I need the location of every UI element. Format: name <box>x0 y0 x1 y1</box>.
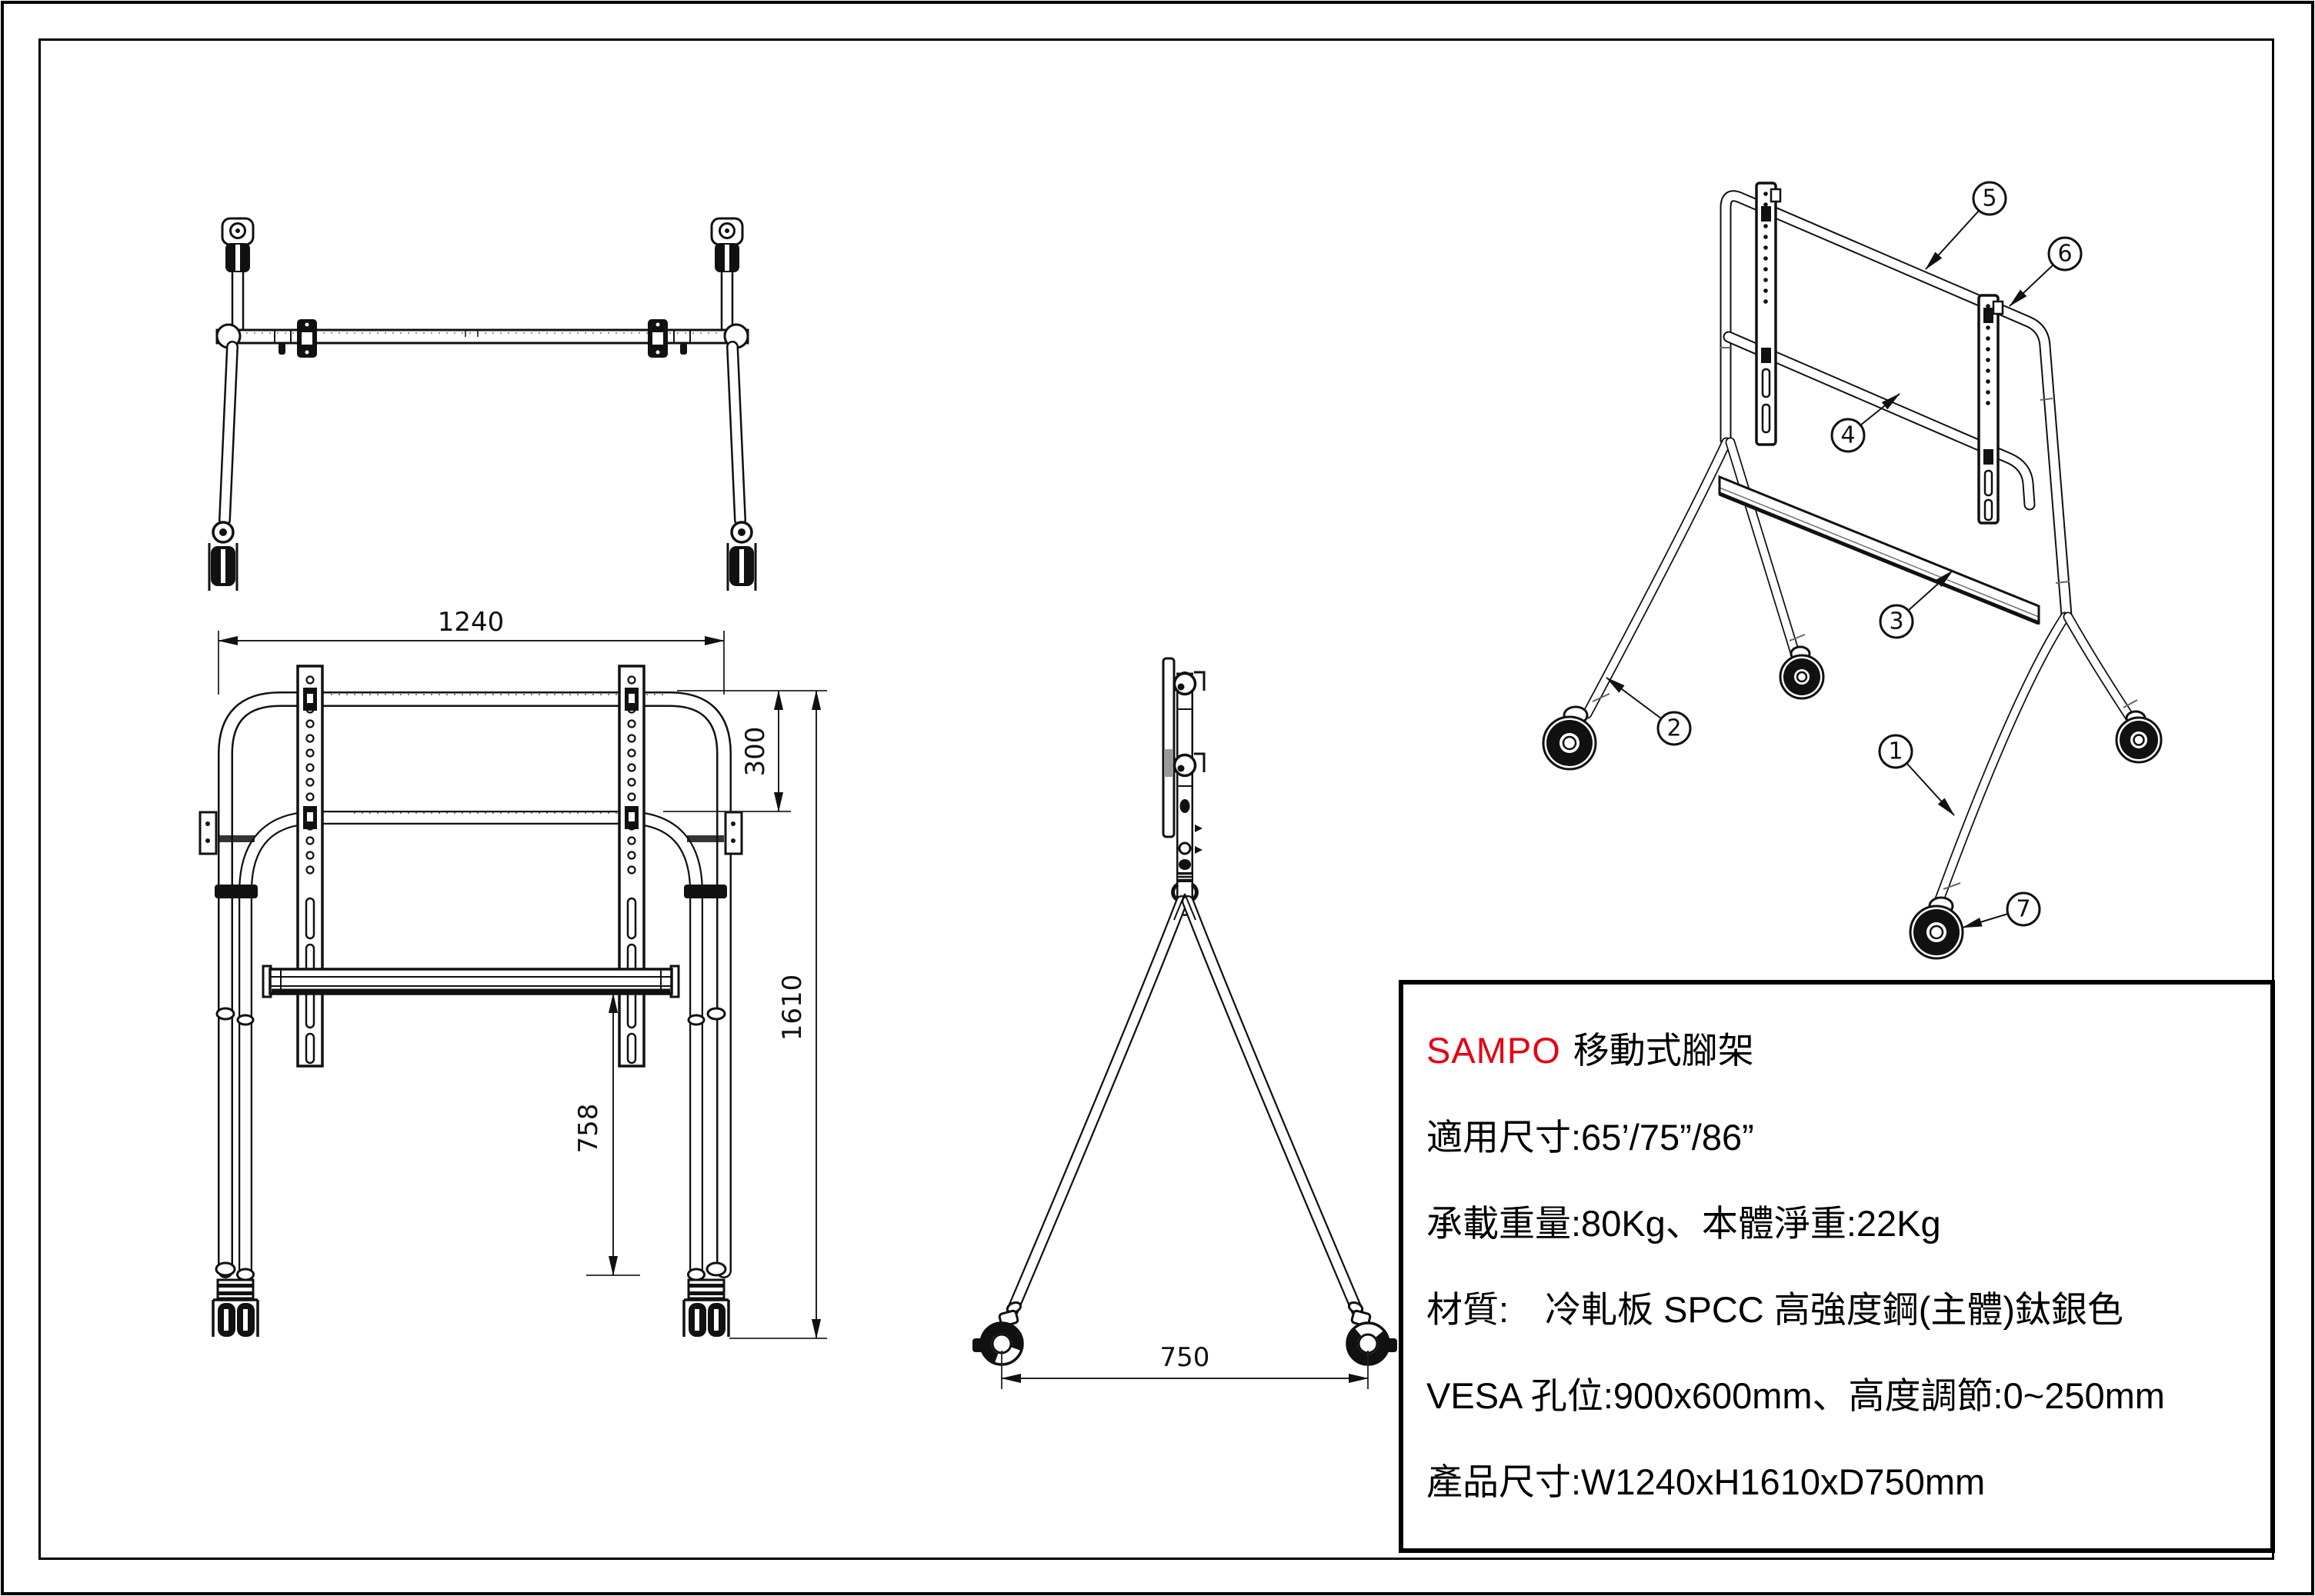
caster-top-left-icon <box>221 217 255 330</box>
vesa-rail-right-iso <box>1977 294 2004 525</box>
callout-label-6: 6 <box>2057 241 2072 268</box>
callout-2: 2 <box>1606 677 1692 746</box>
bar-cross-section-bottom <box>1173 752 1206 778</box>
dim-label-1610: 1610 <box>777 975 808 1041</box>
callout-1: 1 <box>1878 734 1955 816</box>
tray-beam-front-view <box>262 965 680 998</box>
callout-4: 4 <box>1830 393 1900 453</box>
dim-offset-300: 300 <box>663 690 827 812</box>
caster-side-view-left-icon <box>972 1309 1024 1366</box>
vesa-rail-side-view <box>1162 657 1176 838</box>
callout-label-2: 2 <box>1666 715 1681 742</box>
spec-line-weight: 承載重量:80Kg、本體淨重:22Kg <box>1426 1202 1941 1244</box>
dim-label-1240: 1240 <box>438 607 505 638</box>
callout-label-7: 7 <box>2016 896 2030 923</box>
callout-3: 3 <box>1879 570 1953 639</box>
dim-depth-750: 750 <box>1001 1342 1369 1389</box>
front-view-drawing: 1240 300 1610 758 <box>198 607 827 1339</box>
caster-side-view-right-icon <box>1346 1309 1397 1366</box>
dim-tray-758: 758 <box>573 993 640 1276</box>
caster-iso-front-left-icon <box>1542 705 1597 771</box>
product-name: 移動式腳架 <box>1573 1030 1754 1071</box>
spec-line-vesa: VESA 孔位:900x600mm、高度調節:0~250mm <box>1426 1374 2165 1416</box>
callout-label-4: 4 <box>1840 422 1855 449</box>
side-view-drawing: 750 <box>972 657 1397 1389</box>
leg-clamp-right <box>684 885 727 898</box>
dim-label-750: 750 <box>1160 1342 1210 1373</box>
dim-label-758: 758 <box>573 1104 604 1154</box>
callout-label-5: 5 <box>1982 185 1996 212</box>
caster-iso-rear-left-icon <box>1779 645 1825 700</box>
tube-joint-marks <box>1592 347 2138 890</box>
dim-label-300: 300 <box>740 727 771 777</box>
callout-6: 6 <box>2009 236 2083 307</box>
vesa-rail-left-iso <box>1755 182 1782 446</box>
callout-7: 7 <box>1962 891 2041 928</box>
leg-clamp-left <box>215 885 258 898</box>
spec-panel: SAMPO 移動式腳架 適用尺寸:65’/75”/86” 承載重量:80Kg、本體… <box>1399 980 2275 1553</box>
side-bracket-right <box>724 811 743 855</box>
vesa-rail-right <box>618 665 645 1068</box>
dim-height-1610: 1610 <box>729 690 827 1339</box>
crossbar-top-view <box>215 319 749 358</box>
caster-front-view-right-icon <box>682 1278 730 1337</box>
brand-name: SAMPO <box>1426 1030 1561 1071</box>
side-bracket-left <box>198 811 218 855</box>
spec-title-line: SAMPO 移動式腳架 <box>1426 1031 2270 1071</box>
spec-line-size: 適用尺寸:65’/75”/86” <box>1426 1116 1754 1158</box>
bar-cross-section-top <box>1173 671 1206 696</box>
caster-front-view-left-icon <box>212 1278 259 1337</box>
callout-label-1: 1 <box>1888 738 1903 765</box>
caster-bottom-right-icon <box>726 521 757 591</box>
tray-beam-iso <box>1718 475 2040 625</box>
vesa-rail-left <box>296 665 324 1068</box>
callout-label-3: 3 <box>1889 608 1903 635</box>
caster-bottom-left-icon <box>208 521 239 591</box>
spec-line-dimensions: 產品尺寸:W1240xH1610xD750mm <box>1426 1461 1986 1502</box>
spec-line-material: 材質: 冷軋板 SPCC 高強度鋼(主體)鈦銀色 <box>1426 1288 2124 1330</box>
caster-iso-front-right-icon <box>1909 896 1964 960</box>
caster-iso-rear-right-icon <box>2115 710 2163 764</box>
callout-5: 5 <box>1925 181 2007 270</box>
caster-top-right-icon <box>710 217 744 330</box>
top-view-drawing <box>208 217 757 591</box>
isometric-view-drawing: 1 2 3 4 5 6 7 <box>1542 181 2163 960</box>
dim-width-1240: 1240 <box>218 607 725 695</box>
